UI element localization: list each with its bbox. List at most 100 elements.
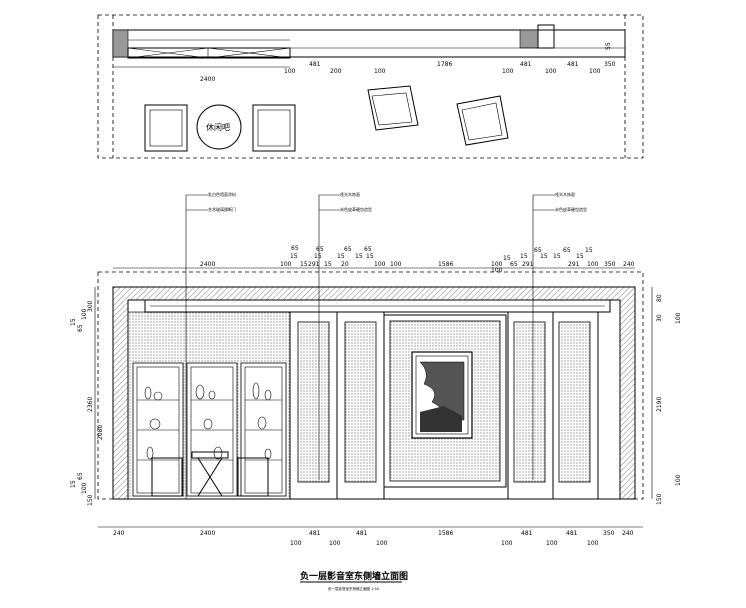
top-dim-a12: 15 <box>355 253 363 260</box>
plan-dim-200: 200 <box>330 68 342 75</box>
callout-right-2: 米色皮革硬包造型 <box>555 206 587 212</box>
drawing-title: 负一层影音室东侧墙立面图 <box>300 570 408 582</box>
callout-left-1: 乳白色墙面涂料 <box>208 191 236 197</box>
plan-dim-481a: 481 <box>309 61 321 68</box>
top-dim-a3b: 15 <box>300 261 308 268</box>
plan-dim-481b: 481 <box>520 61 532 68</box>
bottom-dimensions: 240 2400 100 481 100 481 100 1586 100 48… <box>98 526 643 547</box>
top-dim-1586: 1586 <box>438 261 453 268</box>
callouts: 乳白色墙面涂料 艺术玻璃隔断门 哑光木饰面 米色皮革硬包造型 哑光木饰面 米色皮… <box>185 191 587 499</box>
top-dim-a16: 100 <box>491 261 503 268</box>
top-dim-a24c: 15 <box>585 247 593 254</box>
top-dim-240: 240 <box>623 261 635 268</box>
plan-dim-100d: 100 <box>545 68 557 75</box>
top-dim-a18: 65 <box>510 261 518 268</box>
top-dim-a25: 100 <box>587 261 599 268</box>
top-dim-a2: 100 <box>280 261 292 268</box>
right-dim-150: 150 <box>656 493 663 505</box>
top-dim-a9: 20 <box>341 261 349 268</box>
left-dim-300: 300 <box>87 300 94 312</box>
plan-dim-2400: 2400 <box>200 76 215 83</box>
top-dim-a6: 15 <box>314 253 322 260</box>
top-dim-a8: 15 <box>324 261 332 268</box>
top-dim-350: 350 <box>604 261 616 268</box>
top-dim-a12b: 15 <box>366 253 374 260</box>
top-dim-a17: 15 <box>503 255 511 262</box>
plan-dim-100e: 100 <box>589 68 601 75</box>
right-dim-2190: 2190 <box>656 397 663 412</box>
drawing-subtitle: 负一层影音室东侧墙立面图 1:50 <box>328 586 379 591</box>
armchair-1 <box>367 85 419 131</box>
left-dim-2080: 2080 <box>97 425 104 440</box>
plan-dim-481c: 481 <box>567 61 579 68</box>
plan-dim-55: 55 <box>605 42 612 50</box>
top-dim-a5: 291 <box>308 261 320 268</box>
top-dim-a11b: 65 <box>364 246 372 253</box>
round-table <box>196 104 242 150</box>
bot-dim-240: 240 <box>113 530 125 537</box>
left-dimensions: 300 100 15 65 2360 2080 65 15 100 150 <box>70 287 104 506</box>
callout-left-2: 艺术玻璃隔断门 <box>208 206 236 212</box>
bot-dim-100c: 100 <box>376 540 388 547</box>
left-dim-100b: 100 <box>81 482 88 494</box>
top-dim-a10: 15 <box>337 253 345 260</box>
bot-dim-481b: 481 <box>356 530 368 537</box>
top-dim-a16b: 100 <box>491 267 503 274</box>
callout-right-1: 哑光木饰面 <box>555 191 575 197</box>
plan-dim-100b: 100 <box>374 68 386 75</box>
bot-dim-240b: 240 <box>622 530 634 537</box>
left-dim-15: 15 <box>70 318 77 326</box>
shelf-units <box>132 362 287 497</box>
bot-dim-481c: 481 <box>521 530 533 537</box>
bot-dim-100e: 100 <box>546 540 558 547</box>
bot-dim-2400: 2400 <box>200 530 215 537</box>
top-dim-a20: 15 <box>520 253 528 260</box>
left-dim-65b: 65 <box>77 472 84 480</box>
left-dim-2360: 2360 <box>87 397 94 412</box>
armchair-2 <box>456 95 509 146</box>
left-dim-100: 100 <box>81 308 88 320</box>
bot-dim-481d: 481 <box>566 530 578 537</box>
left-dim-65: 65 <box>77 324 84 332</box>
elevation-view: 乳白色墙面涂料 艺术玻璃隔断门 哑光木饰面 米色皮革硬包造型 哑光木饰面 米色皮… <box>70 191 682 547</box>
top-dim-a24b: 15 <box>576 253 584 260</box>
top-dim-a21: 65 <box>534 247 542 254</box>
right-dim-100: 100 <box>675 312 682 324</box>
top-dim-2400: 2400 <box>200 261 215 268</box>
right-dimensions: 80 30 100 2190 100 150 <box>651 287 682 505</box>
top-dimensions: 2400 100 65 15 15 291 65 15 15 15 20 65 … <box>113 245 635 274</box>
bot-dim-100a: 100 <box>290 540 302 547</box>
plan-view: 2400 100 481 200 100 1786 100 481 100 48… <box>97 14 644 159</box>
top-dim-a22: 15 <box>540 253 548 260</box>
plan-dim-100c: 100 <box>502 68 514 75</box>
top-dim-a21b: 65 <box>563 247 571 254</box>
top-dim-a11: 65 <box>344 246 352 253</box>
wall-panels <box>289 311 599 500</box>
bot-dim-1586: 1586 <box>438 530 453 537</box>
left-dim-150: 150 <box>87 494 94 506</box>
top-dim-a14: 100 <box>390 261 402 268</box>
plan-dim-1786: 1786 <box>437 61 452 68</box>
bot-dim-100f: 100 <box>587 540 599 547</box>
bot-dim-100d: 100 <box>501 540 513 547</box>
left-dim-15b: 15 <box>70 480 77 488</box>
callout-mid-1: 哑光木饰面 <box>340 191 360 197</box>
top-dim-a23: 291 <box>568 261 580 268</box>
top-dim-a7: 65 <box>316 246 324 253</box>
top-dim-a13: 100 <box>374 261 386 268</box>
bot-dim-481a: 481 <box>309 530 321 537</box>
top-dim-a4: 65 <box>291 245 299 252</box>
bot-dim-100b: 100 <box>329 540 341 547</box>
top-dim-a19: 291 <box>522 261 534 268</box>
callout-mid-2: 米色皮革硬包造型 <box>340 206 372 212</box>
bot-dim-350: 350 <box>603 530 615 537</box>
plan-dim-350: 350 <box>604 61 616 68</box>
plan-dim-100a: 100 <box>284 68 296 75</box>
top-dim-a24: 15 <box>553 253 561 260</box>
plan-label: 休闲吧 <box>206 122 230 132</box>
right-dim-80: 80 <box>656 294 663 302</box>
right-dim-30: 30 <box>656 314 663 322</box>
right-dim-100b: 100 <box>675 474 682 486</box>
top-dim-a3: 15 <box>290 253 298 260</box>
